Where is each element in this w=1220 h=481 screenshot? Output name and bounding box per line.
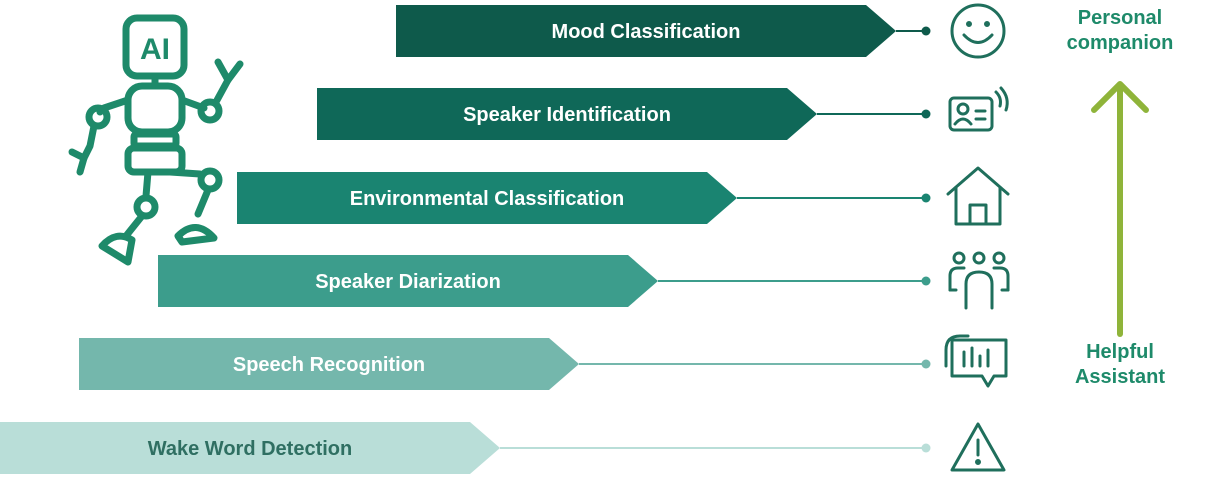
warning-triangle-icon xyxy=(950,422,1006,472)
layer-connector-dot xyxy=(921,26,931,36)
layer-arrow-bar xyxy=(79,338,579,390)
bottom-label-line1: Helpful xyxy=(1086,341,1154,363)
layer-6: Wake Word Detection xyxy=(0,422,931,474)
layer-label: Wake Word Detection xyxy=(148,438,352,460)
layer-label: Environmental Classification xyxy=(350,188,625,210)
layer-connector-dot xyxy=(921,443,931,453)
robot-icon: AI xyxy=(68,14,244,266)
robot-ai-chip-text: AI xyxy=(140,33,170,66)
layer-arrow-bar xyxy=(396,5,896,57)
layer-4: Speaker Diarization xyxy=(158,255,931,307)
layer-1: Mood Classification xyxy=(396,5,931,57)
layer-label: Speaker Identification xyxy=(463,104,671,126)
layer-5: Speech Recognition xyxy=(79,338,931,390)
layer-connector-dot xyxy=(921,359,931,369)
bottom-label-line2: Assistant xyxy=(1074,366,1166,388)
layer-arrow-bar xyxy=(158,255,658,307)
layer-label: Speech Recognition xyxy=(233,354,425,376)
layer-icons xyxy=(944,3,1010,472)
layer-3: Environmental Classification xyxy=(237,172,931,224)
smiley-face-icon xyxy=(950,3,1006,59)
layer-2: Speaker Identification xyxy=(317,88,931,140)
layer-connector-dot xyxy=(921,109,931,119)
layer-label: Speaker Diarization xyxy=(315,271,501,293)
top-label-line2: companion xyxy=(1066,32,1174,54)
house-icon xyxy=(946,166,1010,226)
progress-arrow xyxy=(1091,81,1149,337)
bottom-side-label: Helpful Assistant xyxy=(1035,340,1205,390)
speaker-id-card-icon xyxy=(948,86,1009,132)
speech-bubble-waveform-icon xyxy=(944,334,1008,388)
layer-connector-dot xyxy=(921,193,931,203)
layer-arrow-bar xyxy=(0,422,500,474)
top-label-line1: Personal xyxy=(1077,7,1163,29)
group-of-people-icon xyxy=(948,251,1010,310)
layer-connector-dot xyxy=(921,276,931,286)
top-side-label: Personal companion xyxy=(1035,6,1205,56)
layer-label: Mood Classification xyxy=(552,21,741,43)
layer-arrow-bar xyxy=(237,172,737,224)
layer-arrow-bar xyxy=(317,88,817,140)
